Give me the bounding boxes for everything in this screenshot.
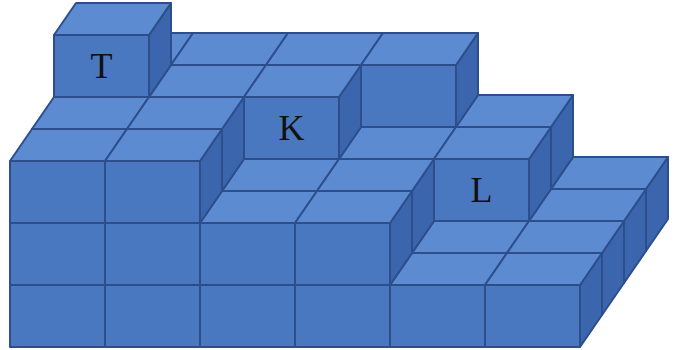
cube-top-face <box>317 159 434 191</box>
cube-front-face <box>390 285 485 347</box>
cube-top-face <box>105 129 222 161</box>
labelled-cube: L <box>436 161 527 219</box>
cube-front-face <box>295 223 390 285</box>
cube-top-face <box>295 191 412 223</box>
cube-front-face <box>10 223 105 285</box>
cube-front-face <box>54 35 149 97</box>
cube-top-face <box>127 97 244 129</box>
labelled-cube: K <box>246 99 337 157</box>
cube-front-face <box>361 65 456 127</box>
cube-front-face <box>10 161 105 223</box>
cube-front-face <box>10 285 105 347</box>
cube-front-face <box>200 285 295 347</box>
cube-letter: L <box>471 172 493 208</box>
cube-top-face <box>361 33 478 65</box>
cube-front-face <box>105 285 200 347</box>
cube-front-face <box>105 161 200 223</box>
cube-top-face <box>434 127 551 159</box>
cube-front-face <box>485 285 580 347</box>
cube-top-face <box>244 65 361 97</box>
cube-front-face <box>200 223 295 285</box>
cube-front-face <box>295 285 390 347</box>
cube-front-face <box>105 223 200 285</box>
cube-letter: T <box>91 48 113 84</box>
cube-top-face <box>485 253 602 285</box>
cube-top-face <box>54 3 171 35</box>
cube-front-face <box>244 97 339 159</box>
cube-letter: K <box>279 110 305 146</box>
cube-front-face <box>434 159 529 221</box>
cube-top-face <box>507 221 624 253</box>
labelled-cube: T <box>56 37 147 95</box>
